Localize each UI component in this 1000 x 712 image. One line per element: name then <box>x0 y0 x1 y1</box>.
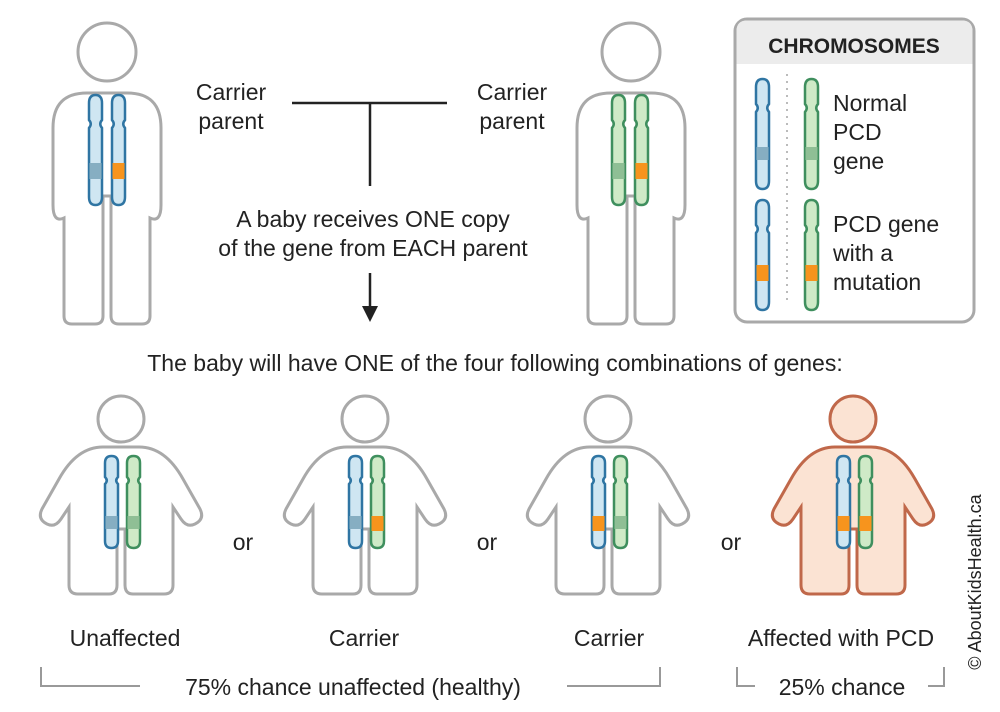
chromosome-mutated-green <box>633 93 650 207</box>
right-parent-label-line2: parent <box>479 108 545 134</box>
or-separator-1: or <box>233 529 254 555</box>
child-body <box>770 445 936 596</box>
child-label-affected: Affected with PCD <box>748 625 934 651</box>
child-unaffected <box>38 394 204 596</box>
child-label-carrier-2: Carrier <box>574 625 645 651</box>
child-carrier-1 <box>282 394 448 596</box>
chromosome-normal-blue <box>87 93 104 207</box>
parent-body <box>575 91 687 326</box>
parent-head <box>600 21 662 83</box>
copyright-credit: © AboutKidsHealth.ca <box>965 493 985 669</box>
child-head <box>96 394 146 444</box>
chromosome-mutated-blue <box>835 454 852 550</box>
affected-bracket <box>736 667 945 687</box>
child-head <box>583 394 633 444</box>
left-carrier-parent <box>51 21 163 326</box>
legend-mutation-line2: with a <box>832 240 893 266</box>
inheritance-connector <box>292 101 447 308</box>
child-label-unaffected: Unaffected <box>70 625 181 651</box>
legend-mutation-line1: PCD gene <box>833 211 939 237</box>
or-separator-3: or <box>721 529 742 555</box>
left-parent-label-line2: parent <box>198 108 264 134</box>
right-parent-label-line1: Carrier <box>477 79 548 105</box>
combinations-heading: The baby will have ONE of the four follo… <box>147 350 843 376</box>
healthy-bracket <box>40 667 661 687</box>
chromosome-normal-blue <box>103 454 120 550</box>
legend-mutation-line3: mutation <box>833 269 921 295</box>
legend-title: CHROMOSOMES <box>768 35 940 58</box>
child-affected <box>770 394 936 596</box>
child-body <box>282 445 448 596</box>
chromosome-normal-blue <box>347 454 364 550</box>
legend-normal-line3: gene <box>833 148 884 174</box>
affected-chance-label: 25% chance <box>779 674 906 700</box>
child-body <box>38 445 204 596</box>
right-carrier-parent <box>575 21 687 326</box>
child-head <box>828 394 878 444</box>
legend-normal-blue-chromosome <box>754 77 771 191</box>
healthy-chance-label: 75% chance unaffected (healthy) <box>185 674 521 700</box>
down-arrow-icon <box>362 306 378 322</box>
legend-mutation-blue-chromosome <box>754 198 771 312</box>
chromosome-mutated-green <box>857 454 874 550</box>
legend-normal-line1: Normal <box>833 90 907 116</box>
chromosome-mutated-blue <box>110 93 127 207</box>
chromosome-normal-green <box>610 93 627 207</box>
chromosome-normal-green <box>125 454 142 550</box>
child-label-carrier-1: Carrier <box>329 625 400 651</box>
chromosome-mutated-green <box>369 454 386 550</box>
legend-normal-line2: PCD <box>833 119 882 145</box>
child-body <box>525 445 691 596</box>
chromosome-normal-green <box>612 454 629 550</box>
inheritance-note-line2: of the gene from EACH parent <box>218 235 528 261</box>
left-parent-label-line1: Carrier <box>196 79 267 105</box>
or-separator-2: or <box>477 529 498 555</box>
child-carrier-2 <box>525 394 691 596</box>
parent-body <box>51 91 163 326</box>
child-head <box>340 394 390 444</box>
legend-normal-green-chromosome <box>803 77 820 191</box>
chromosome-mutated-blue <box>590 454 607 550</box>
legend-mutation-green-chromosome <box>803 198 820 312</box>
parent-head <box>76 21 138 83</box>
chromosomes-legend: CHROMOSOMES Normal PCD gene PCD gene wit… <box>733 17 976 324</box>
inheritance-note-line1: A baby receives ONE copy <box>236 206 510 232</box>
